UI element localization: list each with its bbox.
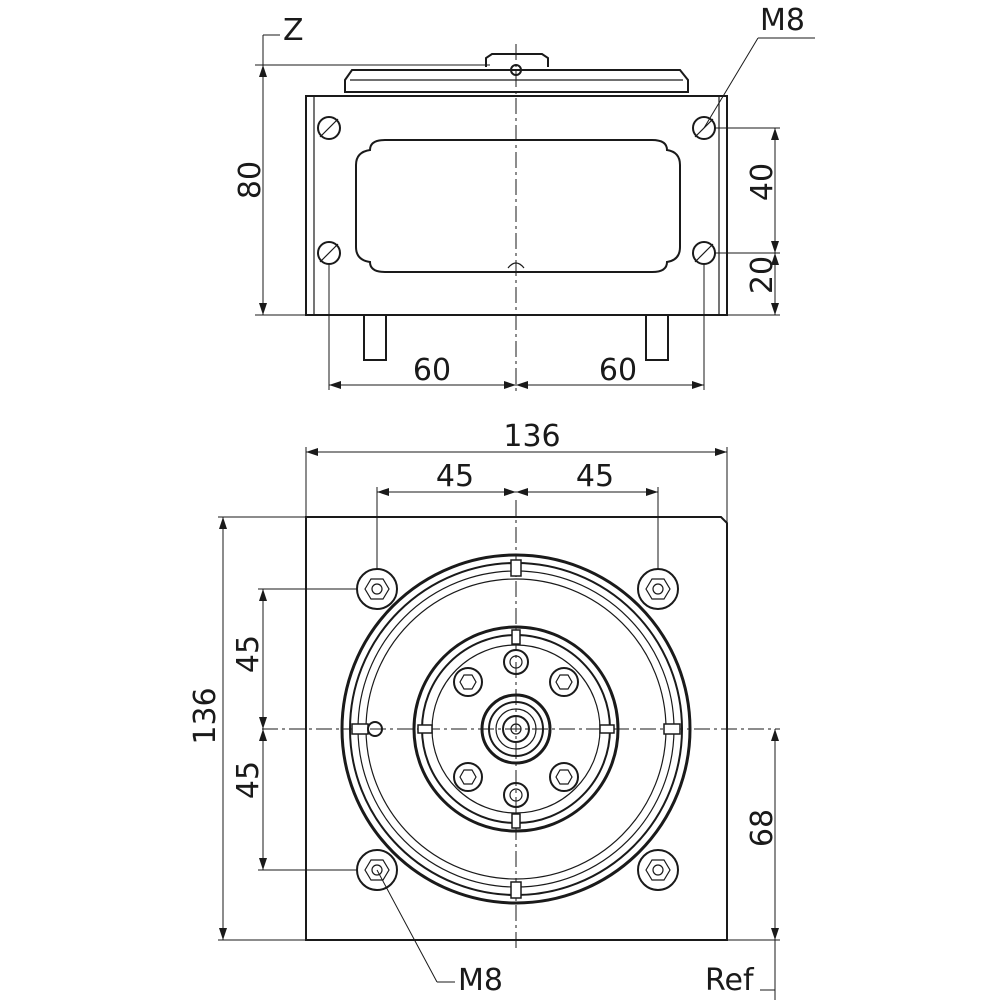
dim-80: 80 [233, 161, 268, 199]
chuck-notches [417, 629, 615, 829]
flange-notches [351, 559, 681, 899]
dim-20: 20 [745, 256, 780, 294]
inner-screw [503, 649, 529, 675]
corner-bolt [356, 568, 398, 610]
m8-hole-side [692, 241, 716, 265]
inner-screw [503, 782, 529, 808]
locating-pin [363, 314, 387, 361]
dim-60-left: 60 [413, 353, 451, 388]
dim-45-top-right: 45 [576, 459, 614, 494]
inner-hex-bolt [453, 762, 483, 792]
side-window [355, 139, 681, 273]
dim-45-left-upper: 45 [231, 635, 266, 673]
plan-view: 136 45 45 136 45 45 68 Ref M8 [188, 419, 780, 1000]
label-ref: Ref [705, 963, 755, 998]
dim-40: 40 [745, 163, 780, 201]
side-view: Z M8 80 40 20 60 60 [233, 3, 815, 392]
dim-68: 68 [745, 809, 780, 847]
inner-hex-bolt [549, 667, 579, 697]
dim-136-height: 136 [188, 687, 223, 744]
inner-hex-bolt [549, 762, 579, 792]
m8-hole-side [317, 241, 341, 265]
inner-hex-bolt [453, 667, 483, 697]
dim-45-left-lower: 45 [231, 761, 266, 799]
label-m8-top: M8 [760, 3, 805, 38]
index-pin [367, 721, 383, 737]
m8-hole-side [317, 116, 341, 140]
label-m8-bottom: M8 [458, 963, 503, 998]
label-z: Z [283, 13, 304, 48]
dim-45-top-left: 45 [436, 459, 474, 494]
corner-bolt [637, 849, 679, 891]
dim-136-width: 136 [503, 419, 560, 454]
corner-bolt [637, 568, 679, 610]
locating-pin [645, 314, 669, 361]
outer-flange [340, 553, 692, 905]
dim-60-right: 60 [599, 353, 637, 388]
chuck-body [412, 625, 620, 833]
center-nozzle [480, 693, 552, 765]
